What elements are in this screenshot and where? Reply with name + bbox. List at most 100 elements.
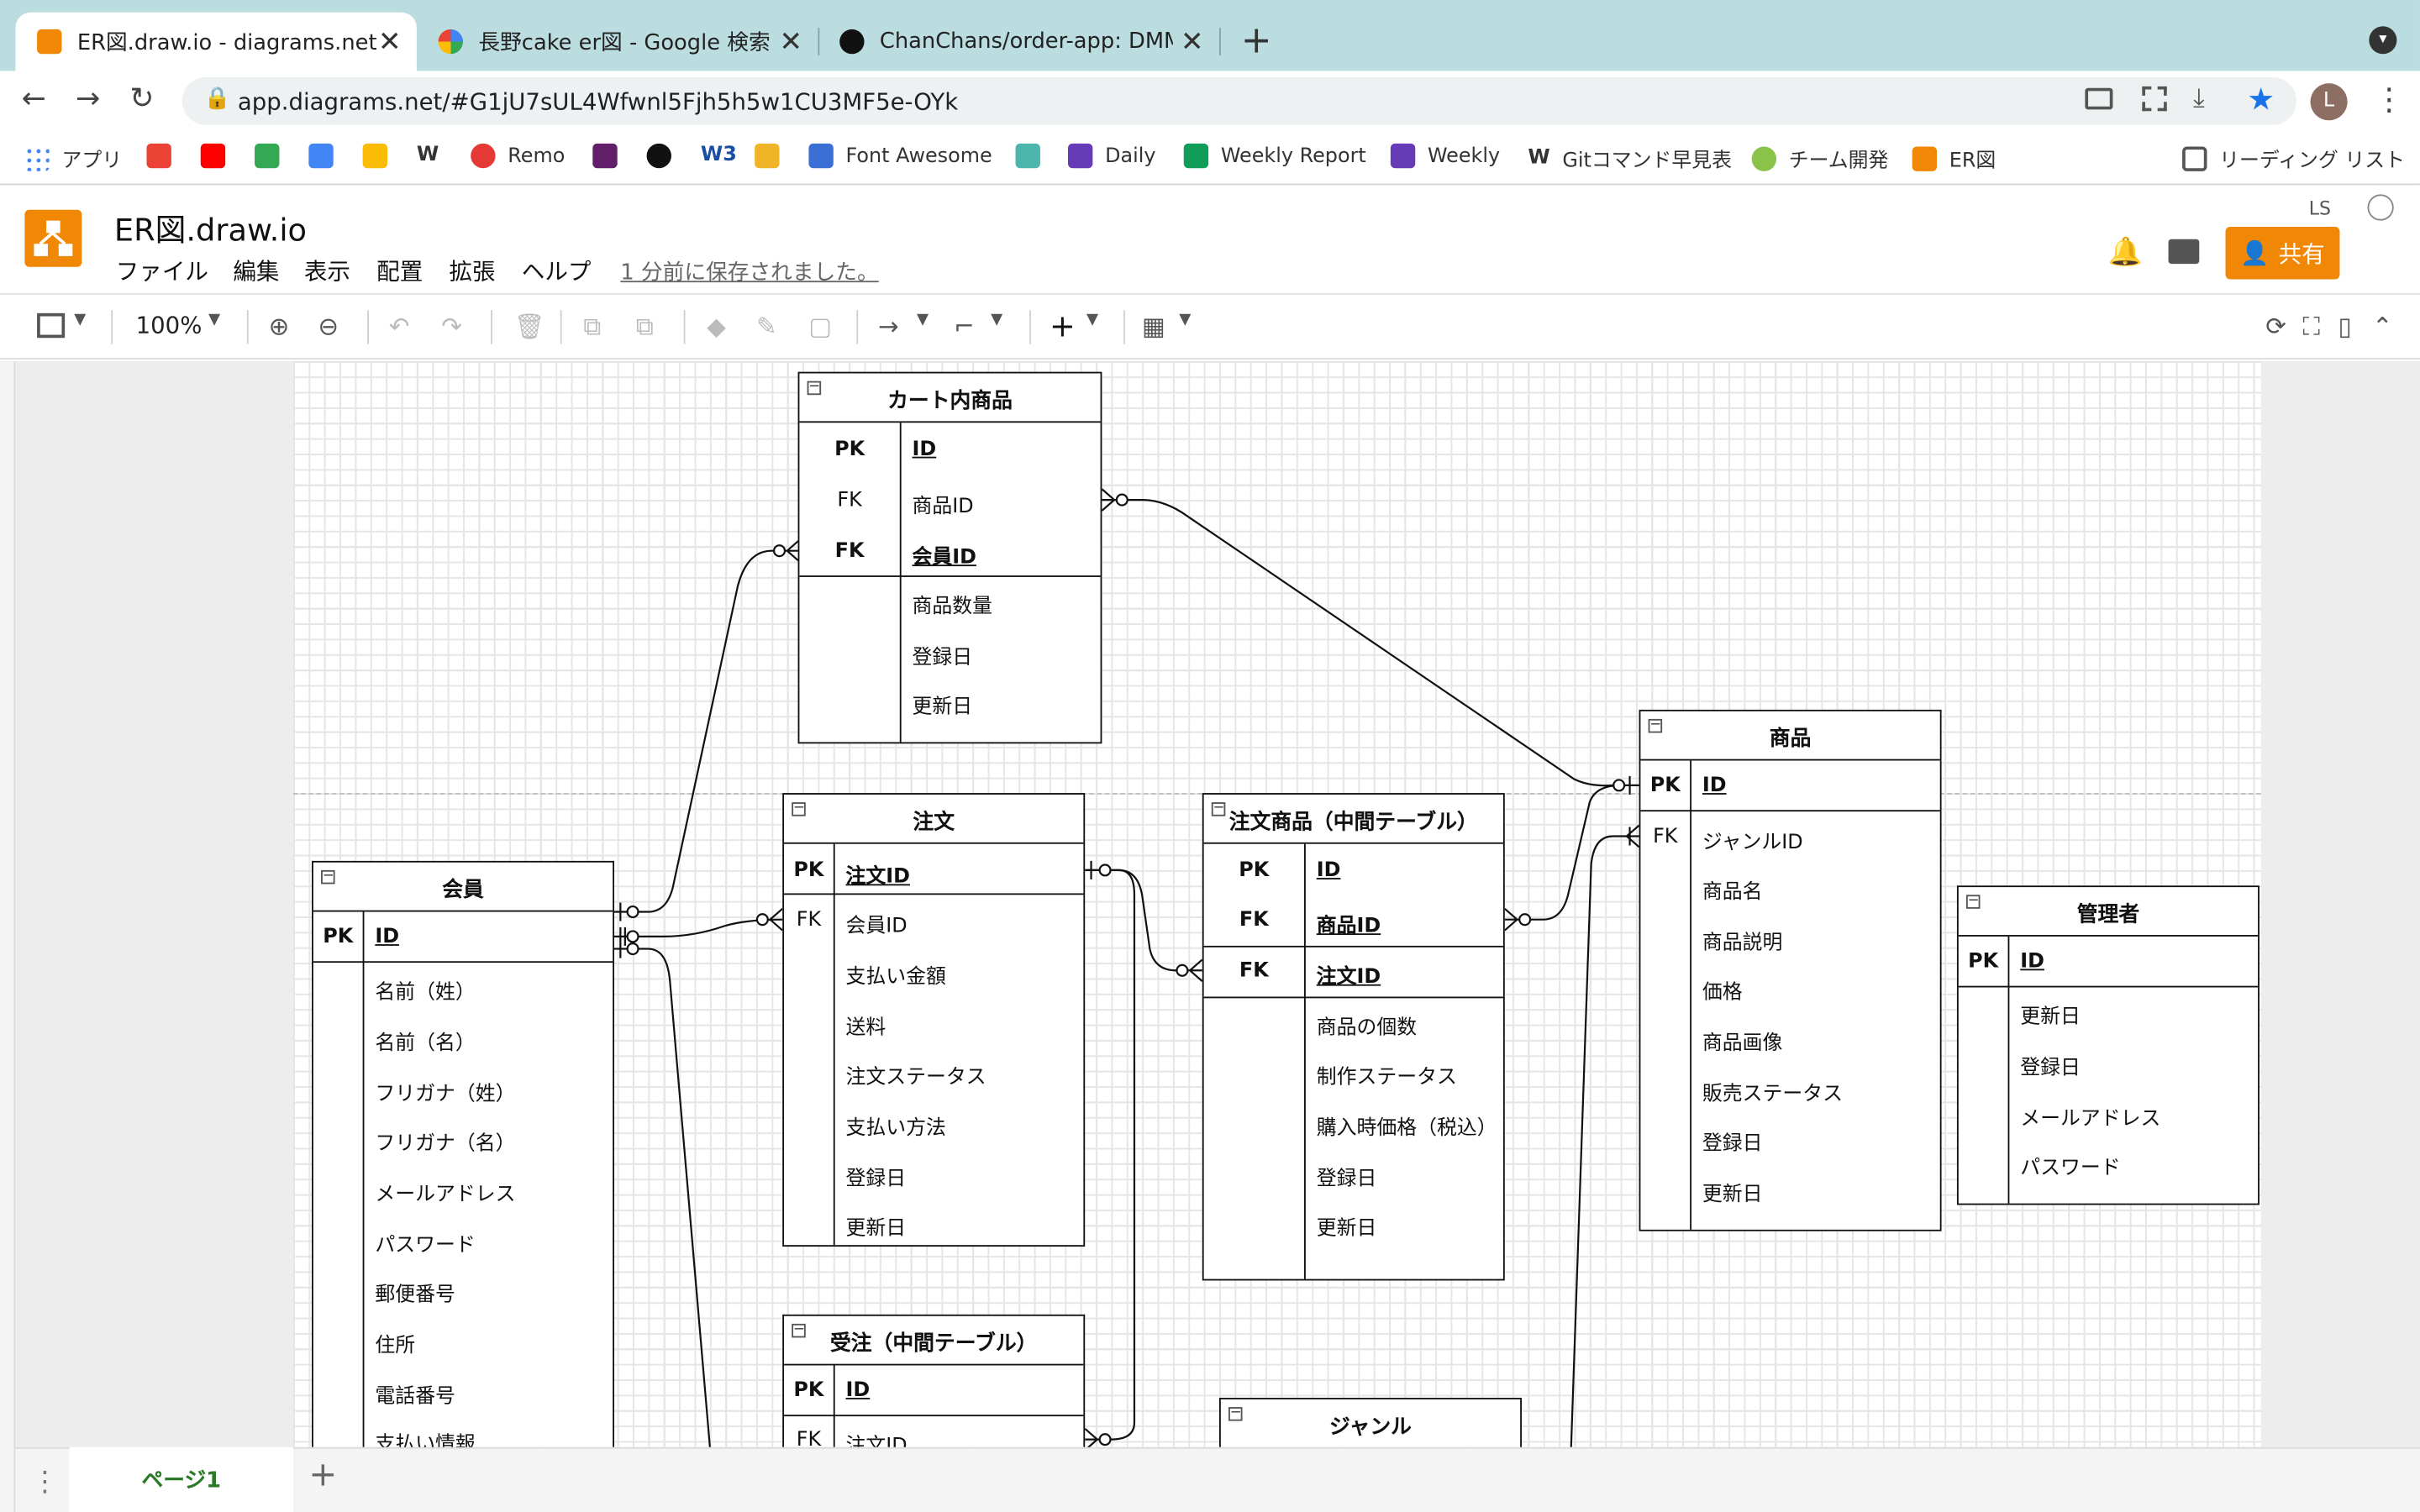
sidebar-collapsed[interactable] xyxy=(0,360,16,1512)
menu-help[interactable]: ヘルプ xyxy=(521,257,592,286)
bookmark-gmail[interactable] xyxy=(146,143,183,169)
fullscreen-icon[interactable]: ⛶ xyxy=(2302,312,2320,341)
collapse-icon[interactable]: − xyxy=(792,1322,806,1338)
bookmark-weekly-report[interactable]: Weekly Report xyxy=(1183,143,1366,169)
bell-icon[interactable]: 🔔 xyxy=(2107,236,2144,269)
pages-menu-icon[interactable]: ⋮ xyxy=(30,1465,59,1499)
chevron-down-icon[interactable]: ▼ xyxy=(916,312,929,329)
delete-icon[interactable]: 🗑 xyxy=(513,312,545,341)
zoom-in-icon[interactable]: ⊕ xyxy=(268,312,290,341)
document-title[interactable]: ER図.draw.io xyxy=(113,211,308,249)
bookmark-daily[interactable]: Daily xyxy=(1067,143,1156,169)
collapse-icon[interactable]: ⌃ xyxy=(2372,312,2393,341)
share-button[interactable]: 👤 共有 xyxy=(2225,226,2340,280)
reload-icon[interactable]: ↻ xyxy=(129,81,155,116)
er-table-member[interactable]: − 会員 PK ID 名前（姓） 名前（名） フリガナ（姓） フリガナ（名） メ… xyxy=(312,860,615,1457)
sync-icon[interactable]: ⟳ xyxy=(2265,312,2286,341)
menu-extras[interactable]: 拡張 xyxy=(449,257,496,286)
collapse-icon[interactable]: − xyxy=(807,379,822,396)
to-back-icon[interactable]: ⧉ xyxy=(635,312,654,341)
close-icon[interactable]: ✕ xyxy=(779,26,803,59)
menu-edit[interactable]: 編集 xyxy=(233,257,280,286)
back-icon[interactable]: ← xyxy=(21,81,46,116)
drawio-logo-icon[interactable] xyxy=(24,209,82,267)
bookmark-youtube[interactable] xyxy=(200,143,238,169)
panel-icon[interactable]: ▯ xyxy=(2338,312,2352,341)
menu-view[interactable]: 表示 xyxy=(303,257,350,286)
collapse-icon[interactable]: − xyxy=(321,869,335,885)
er-table-cart[interactable]: − カート内商品 PK ID FK 商品ID FK 会員ID 商品数量 登録日 … xyxy=(797,371,1102,744)
install-icon[interactable]: ⤓ xyxy=(2192,83,2205,114)
globe-icon[interactable] xyxy=(2367,194,2394,221)
redo-icon[interactable]: ↷ xyxy=(441,312,462,341)
tab-page-1[interactable]: ページ1 xyxy=(69,1446,293,1512)
chevron-down-icon[interactable]: ▼ xyxy=(74,312,87,329)
close-icon[interactable]: ✕ xyxy=(377,26,402,59)
bookmark-star-icon[interactable]: ★ xyxy=(2247,80,2275,118)
avatar[interactable]: L xyxy=(2310,83,2348,121)
bookmark-weekly[interactable]: Weekly xyxy=(1390,143,1500,169)
collapse-icon[interactable]: − xyxy=(1965,893,1981,909)
er-table-order[interactable]: − 注文 PK 注文ID FK 会員ID 支払い金額 送料 注文ステータス 支払… xyxy=(782,793,1086,1247)
tab-drawio[interactable]: ER図.draw.io - diagrams.net ✕ xyxy=(15,12,417,71)
er-table-product[interactable]: − 商品 PK ID FK ジャンルID 商品名 商品説明 価格 商品画像 販売… xyxy=(1639,709,1942,1231)
tab-google[interactable]: 長野cake er図 - Google 検索 ✕ xyxy=(417,13,818,71)
zoom-out-icon[interactable]: ⊖ xyxy=(318,312,339,341)
chevron-down-icon[interactable]: ▼ xyxy=(991,312,1003,329)
bookmark-drive[interactable] xyxy=(362,143,400,169)
user-initials[interactable]: LS xyxy=(2308,197,2331,219)
bookmark-box[interactable] xyxy=(755,143,792,169)
bookmark-w3schools[interactable]: W3 xyxy=(700,143,737,167)
comment-icon[interactable] xyxy=(2168,239,2200,265)
er-table-genre[interactable]: − ジャンル xyxy=(1218,1398,1522,1447)
chevron-down-icon[interactable]: ▼ xyxy=(1179,312,1192,329)
bookmark-wikipedia[interactable]: W xyxy=(416,143,439,167)
cast-icon[interactable] xyxy=(2085,87,2113,110)
collapse-icon[interactable]: − xyxy=(1648,717,1663,733)
er-table-admin[interactable]: − 管理者 PK ID 更新日 登録日 メールアドレス パスワード xyxy=(1956,885,2260,1205)
tab-github[interactable]: ChanChans/order-app: DMMW ✕ xyxy=(818,13,1219,71)
bookmark-slack[interactable] xyxy=(592,143,629,169)
reading-list[interactable]: リーディング リスト xyxy=(2182,144,2405,173)
fill-color-icon[interactable]: ◆ xyxy=(707,312,726,341)
format-panel-icon[interactable] xyxy=(37,312,66,339)
line-color-icon[interactable]: ✎ xyxy=(755,312,777,341)
bookmark-calendar[interactable] xyxy=(308,143,345,169)
bookmark-font-awesome[interactable]: Font Awesome xyxy=(808,143,992,169)
bookmark-remo[interactable]: Remo xyxy=(471,143,565,169)
bookmark-pen[interactable] xyxy=(1015,143,1053,169)
chevron-down-icon[interactable]: ▼ xyxy=(1086,312,1099,329)
bookmark-apps[interactable]: アプリ xyxy=(24,144,122,173)
shadow-icon[interactable]: ▢ xyxy=(808,312,833,341)
new-tab-button[interactable]: + xyxy=(1240,18,1272,62)
add-page-button[interactable]: + xyxy=(308,1456,338,1495)
save-status[interactable]: 1 分前に保存されました。 xyxy=(620,260,879,286)
waypoints-icon[interactable]: ⌐ xyxy=(954,312,975,341)
tab-search-icon[interactable]: ▾ xyxy=(2369,26,2397,55)
extension-icon[interactable] xyxy=(2142,86,2167,112)
connection-icon[interactable]: → xyxy=(878,312,899,341)
close-icon[interactable]: ✕ xyxy=(1180,26,1204,59)
er-table-order-item[interactable]: − 注文商品（中間テーブル） PK ID FK 商品ID FK 注文ID 商品の… xyxy=(1202,793,1505,1281)
table-icon[interactable]: ▦ xyxy=(1142,312,1165,341)
undo-icon[interactable]: ↶ xyxy=(388,312,410,341)
bookmark-maps[interactable] xyxy=(255,143,292,169)
collapse-icon[interactable]: − xyxy=(792,801,806,816)
to-front-icon[interactable]: ⧉ xyxy=(583,312,602,341)
field: 更新日 xyxy=(2020,1005,2081,1030)
er-table-receive[interactable]: − 受注（中間テーブル） PK ID FK 注文ID xyxy=(782,1314,1086,1447)
chevron-down-icon[interactable]: ▼ xyxy=(208,312,221,329)
zoom-level[interactable]: 100% xyxy=(135,312,203,340)
bookmark-team-dev[interactable]: チーム開発 xyxy=(1751,144,1888,173)
collapse-icon[interactable]: − xyxy=(1228,1405,1243,1421)
address-bar[interactable]: 🔒 app.diagrams.net/#G1jU7sUL4Wfwnl5Fjh5h… xyxy=(182,76,2297,125)
menu-arrange[interactable]: 配置 xyxy=(376,257,424,286)
insert-plus-icon[interactable]: + xyxy=(1049,307,1076,344)
forward-icon[interactable]: → xyxy=(75,81,101,116)
bookmark-er[interactable]: ER図 xyxy=(1912,144,1996,173)
bookmark-github[interactable] xyxy=(646,143,684,169)
menu-kebab-icon[interactable]: ⋮ xyxy=(2373,80,2405,118)
menu-file[interactable]: ファイル xyxy=(115,257,208,286)
collapse-icon[interactable]: − xyxy=(1211,801,1226,816)
